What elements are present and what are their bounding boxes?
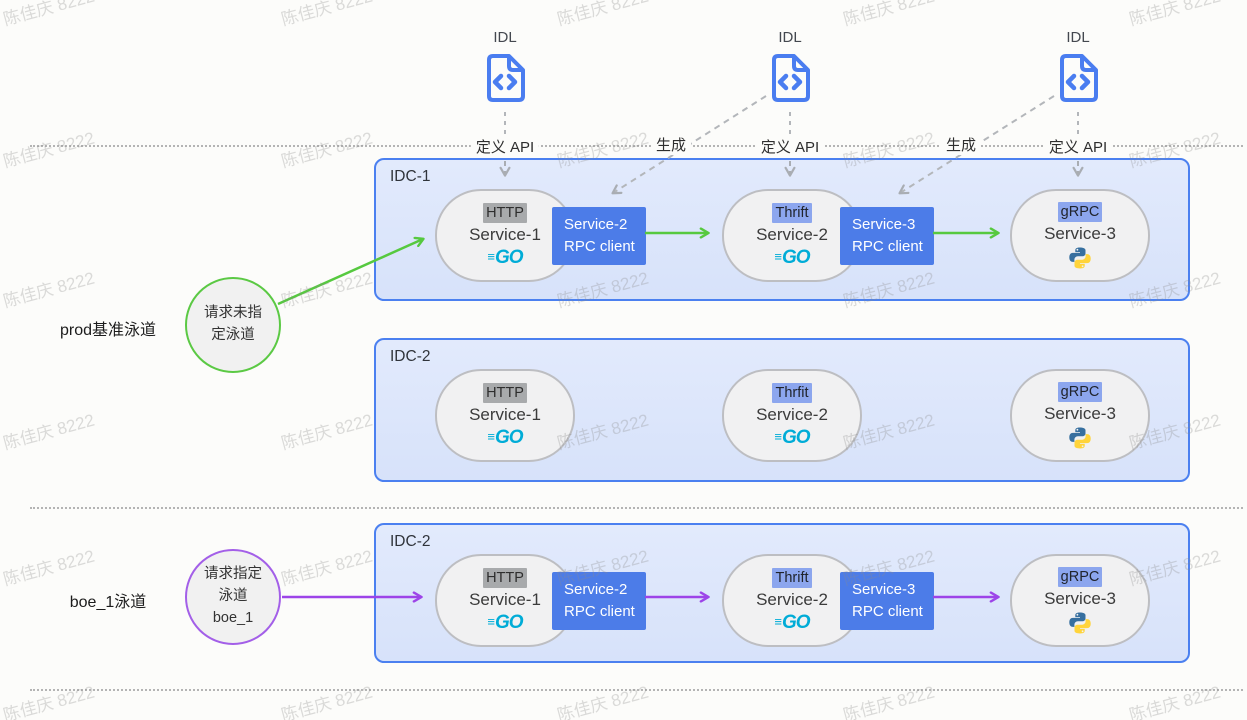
- service-name: Service-3: [1044, 403, 1116, 423]
- idl-node-2: IDL 定义 API: [744, 26, 836, 157]
- service-name: Service-2: [756, 589, 828, 609]
- watermark-text: 陈佳庆 8222: [279, 546, 375, 590]
- separator-line-bottom: [30, 689, 1243, 691]
- cluster-label: IDC-2: [390, 533, 431, 550]
- protocol-tag: HTTP: [483, 567, 527, 588]
- watermark-text: 陈佳庆 8222: [555, 682, 651, 720]
- watermark-text: 陈佳庆 8222: [279, 0, 375, 30]
- watermark-text: 陈佳庆 8222: [1, 268, 97, 312]
- idl-title: IDL: [778, 29, 802, 46]
- service-node-service1: HTTP Service-1 ≡GO: [435, 369, 575, 462]
- service-name: Service-1: [469, 589, 541, 609]
- cluster-label: IDC-1: [390, 168, 431, 185]
- rpc-client-line2: RPC client: [852, 238, 923, 255]
- rpc-client-line2: RPC client: [564, 238, 635, 255]
- go-logo-icon: ≡GO: [487, 611, 523, 633]
- request-circle-unspecified: 请求未指 定泳道: [185, 277, 281, 373]
- service-name: Service-2: [756, 224, 828, 244]
- go-logo-icon: ≡GO: [487, 426, 523, 448]
- rpc-client-service2: Service-2 RPC client: [552, 572, 646, 630]
- protocol-tag: Thrift: [772, 202, 812, 223]
- idl-node-3: IDL 定义 API: [1032, 26, 1124, 157]
- watermark-text: 陈佳庆 8222: [1127, 0, 1223, 30]
- watermark-text: 陈佳庆 8222: [279, 268, 375, 312]
- request-text-line: boe_1: [212, 609, 254, 626]
- rpc-client-line1: Service-3: [852, 216, 916, 234]
- service-node-service3: gRPC Service-3: [1010, 369, 1150, 462]
- protocol-tag: gRPC: [1057, 566, 1103, 587]
- rpc-client-line1: Service-2: [564, 216, 628, 234]
- idl-file-icon: [1060, 54, 1098, 102]
- cluster-idc2-boe: IDC-2 HTTP Service-1 ≡GO Service-2 RPC c…: [374, 523, 1190, 663]
- go-logo-icon: ≡GO: [774, 426, 810, 448]
- idl-node-1: IDL 定义 API: [459, 26, 551, 157]
- watermark-text: 陈佳庆 8222: [1127, 682, 1223, 720]
- watermark-text: 陈佳庆 8222: [279, 410, 375, 454]
- service-name: Service-3: [1044, 588, 1116, 608]
- watermark-text: 陈佳庆 8222: [1, 128, 97, 172]
- rpc-client-service2: Service-2 RPC client: [552, 207, 646, 265]
- rpc-client-line2: RPC client: [852, 603, 923, 620]
- go-logo-icon: ≡GO: [774, 611, 810, 633]
- python-logo-icon: [1069, 247, 1091, 268]
- service-name: Service-3: [1044, 223, 1116, 243]
- request-text-line: 请求未指: [204, 305, 262, 322]
- generate-label-2: 生成: [941, 134, 982, 155]
- cluster-idc1: IDC-1 HTTP Service-1 ≡GO Service-2 RPC c…: [374, 158, 1190, 301]
- rpc-client-line1: Service-2: [564, 581, 628, 599]
- watermark-text: 陈佳庆 8222: [1, 410, 97, 454]
- go-logo-icon: ≡GO: [774, 246, 810, 268]
- idl-title: IDL: [1066, 29, 1090, 46]
- watermark-text: 陈佳庆 8222: [1, 0, 97, 30]
- generate-label-1: 生成: [651, 134, 692, 155]
- request-circle-boe1: 请求指定 泳道 boe_1: [185, 549, 281, 645]
- watermark-text: 陈佳庆 8222: [1, 546, 97, 590]
- request-text-line: 请求指定: [204, 566, 262, 583]
- rpc-client-line1: Service-3: [852, 581, 916, 599]
- watermark-text: 陈佳庆 8222: [841, 0, 937, 30]
- service-name: Service-1: [469, 404, 541, 424]
- protocol-tag: HTTP: [483, 382, 527, 403]
- idl-file-icon: [487, 54, 525, 102]
- protocol-tag: HTTP: [483, 202, 527, 223]
- idl-file-icon: [772, 54, 810, 102]
- watermark-text: 陈佳庆 8222: [1, 682, 97, 720]
- go-logo-icon: ≡GO: [487, 246, 523, 268]
- protocol-tag: gRPC: [1057, 201, 1103, 222]
- define-api-label: 定义 API: [755, 136, 825, 157]
- define-api-label: 定义 API: [1043, 136, 1113, 157]
- lane-label-prod: prod基准泳道: [59, 322, 157, 339]
- service-node-service1: HTTP Service-1 ≡GO: [435, 554, 575, 647]
- idl-title: IDL: [493, 29, 517, 46]
- watermark-text: 陈佳庆 8222: [279, 682, 375, 720]
- service-node-service3: gRPC Service-3: [1010, 189, 1150, 282]
- python-logo-icon: [1069, 427, 1091, 448]
- rpc-client-line2: RPC client: [564, 603, 635, 620]
- service-node-service2: Thrfit Service-2 ≡GO: [722, 369, 862, 462]
- protocol-tag: gRPC: [1057, 381, 1103, 402]
- rpc-client-service3: Service-3 RPC client: [840, 572, 934, 630]
- protocol-tag: Thrfit: [772, 382, 812, 403]
- define-api-label: 定义 API: [470, 136, 540, 157]
- lane-label-boe1: boe_1泳道: [69, 594, 147, 611]
- rpc-client-service3: Service-3 RPC client: [840, 207, 934, 265]
- service-name: Service-2: [756, 404, 828, 424]
- service-name: Service-1: [469, 224, 541, 244]
- watermark-text: 陈佳庆 8222: [279, 128, 375, 172]
- request-text-line: 定泳道: [211, 327, 255, 343]
- cluster-idc2-prod: IDC-2 HTTP Service-1 ≡GO Thrfit Service-…: [374, 338, 1190, 482]
- separator-line-middle: [30, 507, 1243, 509]
- watermark-text: 陈佳庆 8222: [841, 682, 937, 720]
- service-node-service1: HTTP Service-1 ≡GO: [435, 189, 575, 282]
- watermark-text: 陈佳庆 8222: [555, 0, 651, 30]
- service-node-service2: Thrift Service-2 ≡GO: [722, 189, 862, 282]
- service-node-service3: gRPC Service-3: [1010, 554, 1150, 647]
- python-logo-icon: [1069, 612, 1091, 633]
- request-text-line: 泳道: [218, 588, 248, 605]
- protocol-tag: Thrift: [772, 567, 812, 588]
- cluster-label: IDC-2: [390, 348, 431, 365]
